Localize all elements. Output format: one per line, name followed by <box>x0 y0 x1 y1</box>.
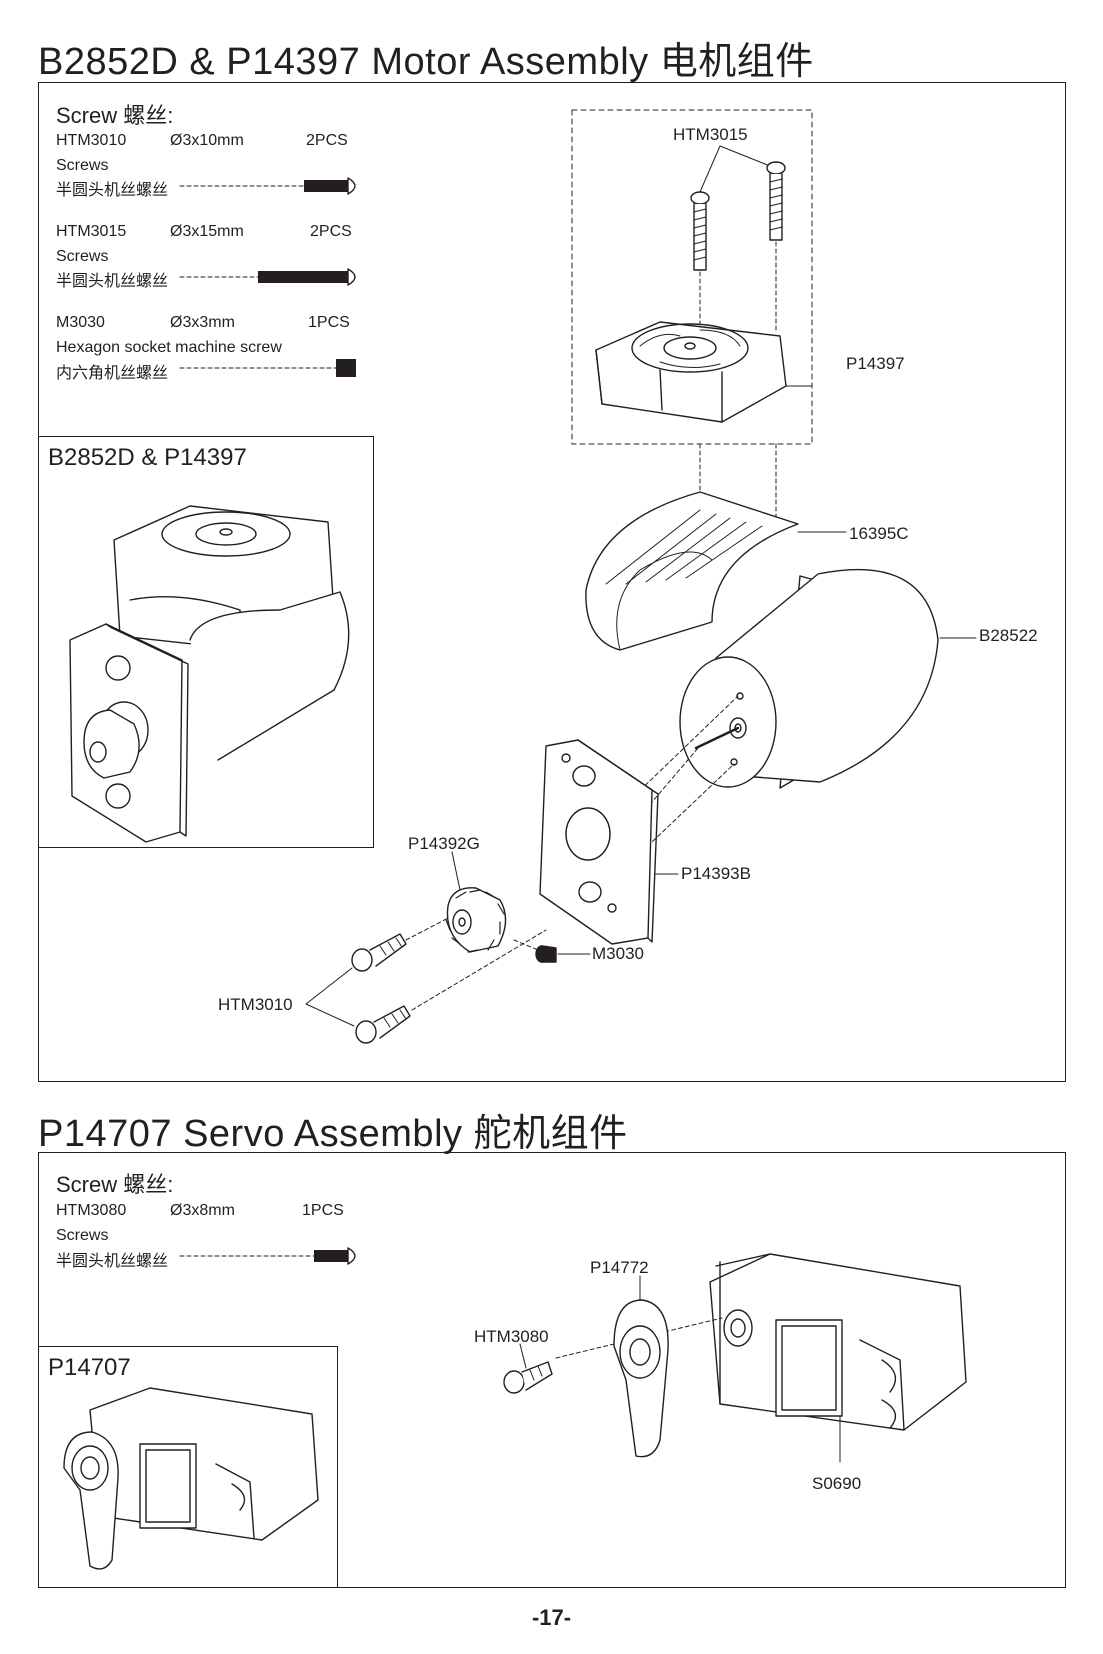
screw-name-cn: 半圆头机丝螺丝 <box>56 273 169 290</box>
servo-inset-panel <box>38 1346 338 1588</box>
motor-b28522 <box>679 568 977 789</box>
callout-htm3010: HTM3010 <box>218 995 293 1014</box>
screw-swatch-htm3010 <box>179 177 356 195</box>
heatsink-16395c <box>585 491 847 651</box>
mount-plate-p14393b <box>539 739 679 945</box>
motor-section-title: B2852D & P14397 Motor Assembly 电机组件 <box>38 41 814 83</box>
callout-htm3080: HTM3080 <box>474 1327 549 1346</box>
screw-name-en: Screws <box>56 248 109 265</box>
screw-size: Ø3x15mm <box>170 223 244 240</box>
screw-name-cn: 半圆头机丝螺丝 <box>56 182 169 199</box>
callout-p14392g: P14392G <box>408 834 480 853</box>
htm3015-screws <box>690 161 786 341</box>
screw-size: Ø3x10mm <box>170 132 244 149</box>
screw-size: Ø3x8mm <box>170 1202 235 1219</box>
callout-p14397: P14397 <box>846 354 905 373</box>
set-screw-m3030 <box>535 945 591 963</box>
motor-inset-title: B2852D & P14397 <box>48 444 247 471</box>
callout-m3030: M3030 <box>592 944 644 963</box>
motor-screw-heading: Screw 螺丝: <box>56 103 174 128</box>
callout-s0690: S0690 <box>812 1474 862 1493</box>
servo-horn-p14772 <box>613 1275 669 1458</box>
servo-inset-title: P14707 <box>48 1354 131 1381</box>
screw-swatch-htm3080 <box>179 1247 356 1265</box>
screw-size: Ø3x3mm <box>170 314 235 331</box>
callout-16395c: 16395C <box>849 524 909 543</box>
screw-code: HTM3010 <box>56 132 127 149</box>
assembled-servo-illustration <box>63 1387 319 1570</box>
fan-p14397 <box>595 321 813 423</box>
screw-name-cn: 半圆头机丝螺丝 <box>56 1253 169 1270</box>
screw-code: HTM3015 <box>56 223 127 240</box>
assembled-motor-illustration <box>69 505 350 843</box>
screw-qty: 2PCS <box>310 223 352 240</box>
servo-screw-heading: Screw 螺丝: <box>56 1172 174 1197</box>
screw-name-en: Screws <box>56 1227 109 1244</box>
motor-inset-panel <box>38 436 374 848</box>
servo-section-title: P14707 Servo Assembly 舵机组件 <box>38 1113 628 1155</box>
screw-name-en: Hexagon socket machine screw <box>56 339 282 356</box>
callout-htm3015: HTM3015 <box>673 125 748 144</box>
screw-qty: 2PCS <box>306 132 348 149</box>
page-number: -17- <box>531 1605 572 1630</box>
screw-qty: 1PCS <box>308 314 350 331</box>
screw-name-en: Screws <box>56 157 109 174</box>
callout-p14393b: P14393B <box>681 864 751 883</box>
screw-swatch-m3030 <box>179 359 356 377</box>
callout-b28522: B28522 <box>979 626 1038 645</box>
fan-group-box <box>571 109 813 445</box>
pinion-gear-p14392g <box>445 851 507 953</box>
screw-swatch-htm3015 <box>179 268 356 286</box>
htm3010-screws <box>305 917 547 1044</box>
screw-code: M3030 <box>56 314 105 331</box>
servo-s0690 <box>709 1253 967 1463</box>
screw-code: HTM3080 <box>56 1202 127 1219</box>
htm3080-screw <box>503 1343 553 1394</box>
screw-name-cn: 内六角机丝螺丝 <box>56 365 169 382</box>
callout-p14772: P14772 <box>590 1258 649 1277</box>
screw-qty: 1PCS <box>302 1202 344 1219</box>
